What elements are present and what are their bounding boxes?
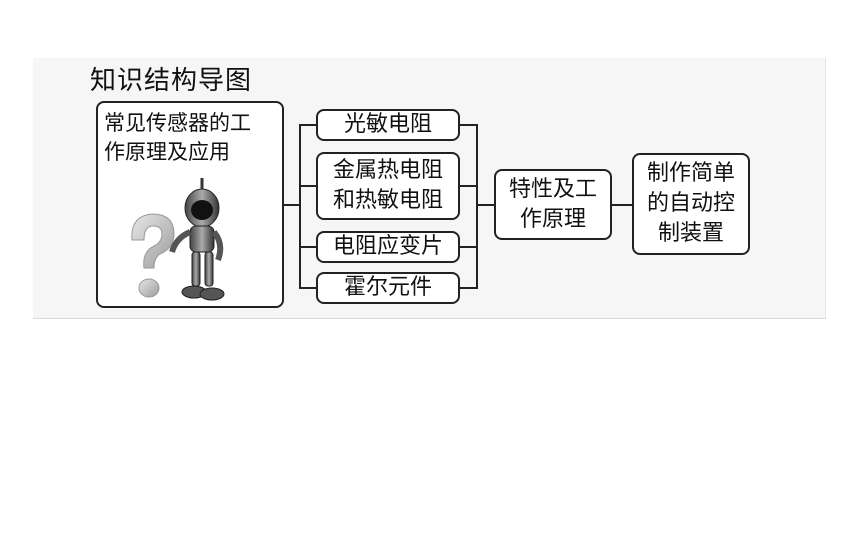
node-hall-element: 霍尔元件 (316, 272, 460, 304)
node-principle: 特性及工 作原理 (494, 169, 612, 240)
node-thermal-resistor: 金属热电阻 和热敏电阻 (316, 152, 460, 220)
node-strain-gauge: 电阻应变片 (316, 231, 460, 263)
root-node: 常见传感器的工 作原理及应用 (96, 101, 284, 308)
root-node-line1: 常见传感器的工 (104, 111, 251, 135)
node-principle-line1: 特性及工 (508, 176, 597, 202)
node-strain-gauge-label: 电阻应变片 (332, 234, 443, 259)
question-mark-shape (131, 213, 175, 269)
node-application-line2: 的自动控 (646, 191, 735, 216)
node-photoresistor-label: 光敏电阻 (343, 112, 432, 137)
robot-question-mark-icon (131, 178, 225, 301)
connector-right-bracket (460, 124, 478, 289)
node-application-line1: 制作简单 (646, 161, 735, 186)
node-application: 制作简单 的自动控 制装置 (632, 153, 750, 255)
root-node-line2: 作原理及应用 (104, 140, 230, 164)
page-title: 知识结构导图 (90, 66, 253, 96)
question-dot (138, 278, 160, 298)
node-thermal-resistor-line1: 金属热电阻 (332, 158, 443, 183)
node-application-line3: 制装置 (657, 221, 724, 246)
connector-left-bracket (299, 124, 316, 289)
node-principle-line2: 作原理 (519, 206, 586, 232)
node-hall-element-label: 霍尔元件 (343, 275, 432, 300)
node-photoresistor: 光敏电阻 (316, 109, 460, 141)
node-thermal-resistor-line2: 和热敏电阻 (332, 188, 443, 213)
